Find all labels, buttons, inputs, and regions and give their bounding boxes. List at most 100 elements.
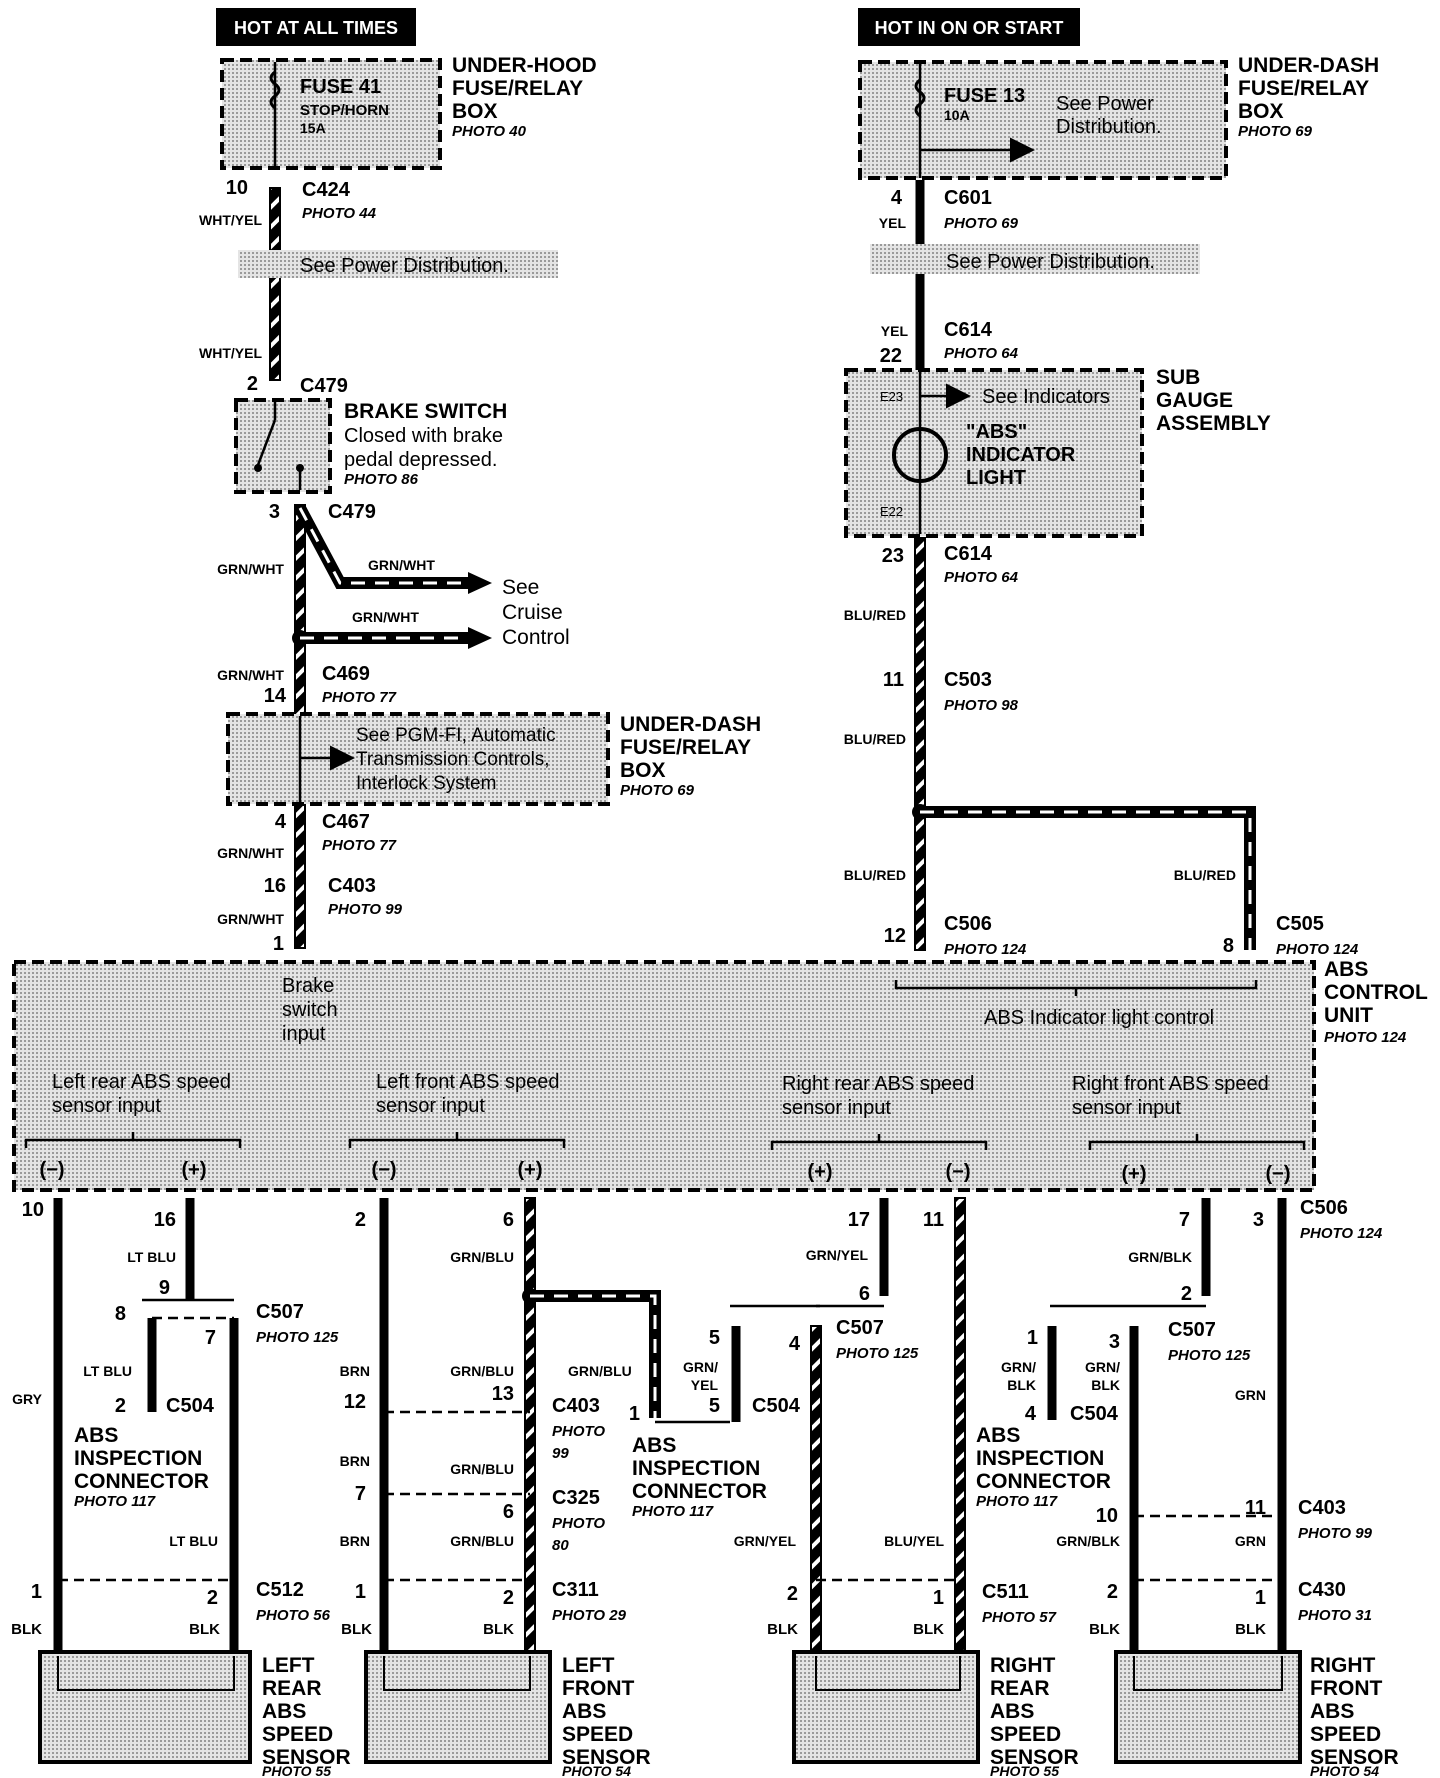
rr-c507: C507 [836,1317,884,1339]
brake-switch-desc-2: pedal depressed. [344,449,497,471]
rf-p3: 3 [1109,1331,1120,1353]
c424-wire-color: WHT/YEL [199,212,262,228]
fuse-41-name: STOP/HORN [300,102,389,119]
rf-wire-grnblk1-1: GRN/ [1001,1359,1036,1375]
fuse-41-rating: 15A [300,120,326,136]
c503-bot-wire-color: BLU/RED [844,731,906,747]
rf-p11: 11 [1245,1497,1266,1519]
c503-label: C503 [944,669,992,691]
rf-wire-grnblk2-1: GRN/ [1085,1359,1120,1375]
c403-label: C403 [328,875,376,897]
group-rr-minus: (−) [946,1161,971,1183]
lr-s1: 1 [31,1581,42,1603]
lr-p9: 9 [159,1277,170,1299]
c469-wire-color: GRN/WHT [217,667,284,683]
lr-blk2: BLK [189,1621,220,1638]
mid-p1: 1 [629,1403,640,1425]
group-lf-minus: (−) [372,1159,397,1181]
left-rear-circuit: 10 16 LT BLU 9 8 7 C507 PHOTO 125 GRY LT… [11,1198,351,1778]
c467-wire-color: GRN/WHT [217,845,284,861]
rf-sensor-photo: PHOTO 54 [1310,1763,1379,1778]
lr-insp-2: INSPECTION [74,1447,202,1470]
lf-pin-b: 6 [503,1209,514,1231]
abs-unit-title-2: CONTROL [1324,981,1428,1004]
c601-photo: PHOTO 69 [944,215,1019,232]
ud-box-title-1: UNDER-DASH [1238,54,1379,77]
ud2-title-1: UNDER-DASH [620,713,761,736]
lf-c311: C311 [552,1579,599,1601]
see-indicators: See Indicators [982,386,1110,408]
c614-bot-photo: PHOTO 64 [944,569,1019,586]
c503-photo: PHOTO 98 [944,697,1019,714]
c505-photo: PHOTO 124 [1276,941,1359,958]
abs-pin-1: 1 [273,933,284,955]
ud2-note-1: See PGM-FI, Automatic [356,725,556,746]
branch-1-wire-color: GRN/WHT [368,557,435,573]
group-rf-label-1: Right front ABS speed [1072,1073,1269,1095]
c467-label: C467 [322,811,370,833]
c469-photo: PHOTO 77 [322,689,397,706]
c503-pin: 11 [883,669,904,691]
c614-top-wire-color: YEL [881,323,909,339]
lf-c403: C403 [552,1395,600,1417]
under-hood-fuse-box: FUSE 41 STOP/HORN 15A UNDER-HOOD FUSE/RE… [220,54,597,170]
c614-bot-pin: 23 [882,545,904,567]
rf-c403-photo: PHOTO 99 [1298,1525,1373,1542]
lr-sensor-photo: PHOTO 55 [262,1763,331,1778]
lf-wire-grnblu-branch: GRN/BLU [568,1363,632,1379]
rf-wire-grn1: GRN [1235,1387,1266,1403]
c614-top-photo: PHOTO 64 [944,345,1019,362]
rr-c507-photo: PHOTO 125 [836,1345,919,1362]
lr-c512: C512 [256,1579,304,1601]
c479-bot-label: C479 [328,501,376,523]
lf-wire-brn3: BRN [340,1533,370,1549]
rf-sensor-4: SPEED [1310,1723,1381,1746]
c424-label: C424 [302,179,351,201]
rr-wire-bluyel: BLU/YEL [884,1533,944,1549]
right-front-circuit: 7 3 GRN/BLK 2 1 3 C507 PHOTO 125 GRN/ BL… [976,1198,1399,1778]
rf-insp-photo: PHOTO 117 [976,1493,1058,1510]
see-cruise-3: Control [502,626,570,649]
main-wire-color: GRN/WHT [217,561,284,577]
brake-switch-desc-1: Closed with brake [344,425,503,447]
lr-sensor-4: SPEED [262,1723,333,1746]
rf-c507: C507 [1168,1319,1216,1341]
lr-p7: 7 [205,1327,216,1349]
abs-unit-title-1: ABS [1324,958,1368,981]
right-power-chain: 4 C601 PHOTO 69 YEL See Power Distributi… [844,180,1359,958]
lr-insp-1: ABS [74,1424,118,1447]
lf-c403-photo-1: PHOTO [552,1423,605,1440]
mid-insp-3: CONNECTOR [632,1480,767,1503]
lr-sensor-3: ABS [262,1700,306,1723]
uh-box-photo: PHOTO 40 [452,123,527,140]
rr-sensor-2: REAR [990,1677,1050,1700]
ud2-note-3: Interlock System [356,773,496,794]
lf-sensor-4: SPEED [562,1723,633,1746]
rf-p1: 1 [1027,1327,1038,1349]
lf-p6: 6 [503,1501,514,1523]
brake-input-3: input [282,1023,326,1045]
c469-label: C469 [322,663,370,685]
c601-pin: 4 [891,187,903,209]
c614-top-pin: 22 [880,345,902,367]
lr-sensor-2: REAR [262,1677,322,1700]
lr-wire-ltblu3: LT BLU [169,1533,218,1549]
abs-light-1: "ABS" [966,421,1027,443]
c424-pin: 10 [226,177,248,199]
lf-wire-grnblu1: GRN/BLU [450,1363,514,1379]
rf-insp-2: INSPECTION [976,1447,1104,1470]
lr-c507: C507 [256,1301,304,1323]
abs-light-2: INDICATOR [966,444,1076,466]
rf-sensor-2: FRONT [1310,1677,1382,1700]
rf-c430: C430 [1298,1579,1346,1601]
uh-box-title-3: BOX [452,100,498,123]
lr-wire-ltblu: LT BLU [127,1249,176,1265]
mid-wire-grnyel-1: GRN/ [683,1359,718,1375]
lf-sensor-1: LEFT [562,1654,615,1677]
lf-c325: C325 [552,1487,600,1509]
c479-top-label: C479 [300,375,348,397]
sub-gauge-title-1: SUB [1156,366,1200,389]
left-see-power-distribution: See Power Distribution. [300,255,509,277]
indicator-control: ABS Indicator light control [984,1007,1214,1029]
fuse-13-rating: 10A [944,107,970,123]
